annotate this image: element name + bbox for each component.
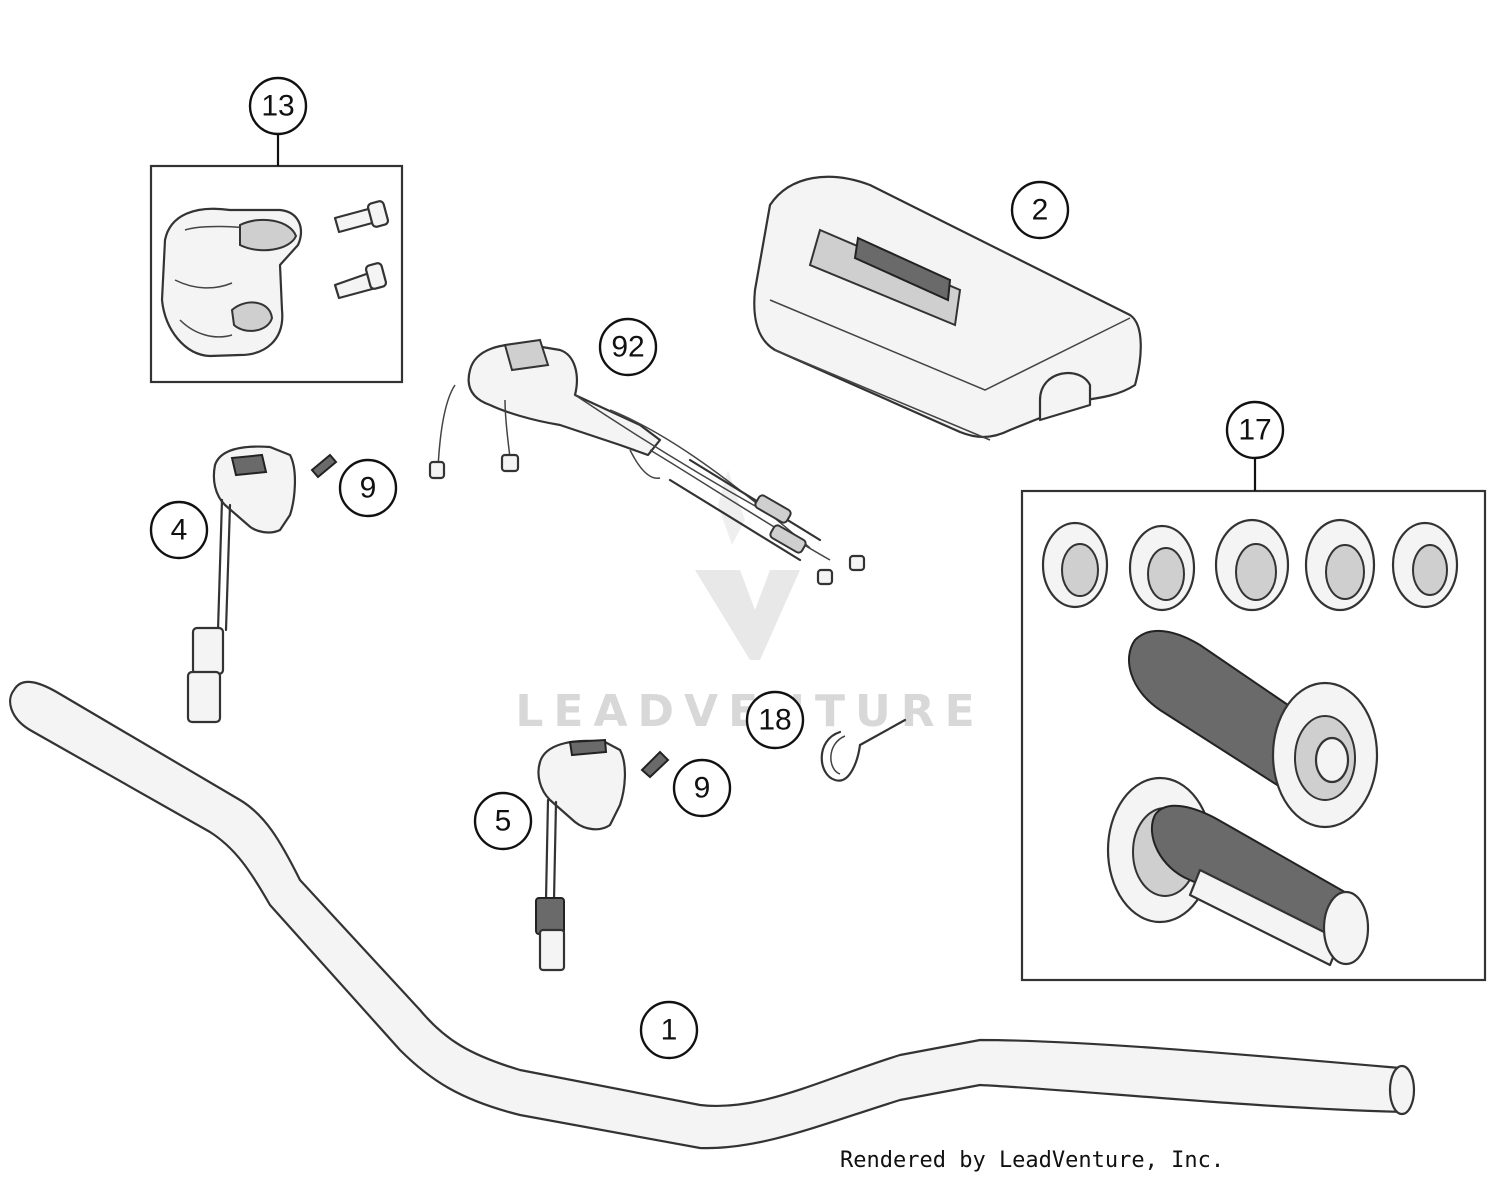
svg-text:9: 9 <box>694 772 711 805</box>
svg-text:1: 1 <box>661 1014 678 1047</box>
callout-1: 1 <box>639 1000 699 1060</box>
svg-text:9: 9 <box>360 472 377 505</box>
callout-9-upper: 9 <box>338 458 398 518</box>
svg-text:17: 17 <box>1238 414 1271 447</box>
svg-text:4: 4 <box>171 514 188 547</box>
watermark-text: LEADVENTURE <box>515 686 984 737</box>
throttle-cable <box>428 338 866 586</box>
callout-9-lower: 9 <box>672 758 732 818</box>
right-switch <box>535 738 670 972</box>
clutch-grip <box>1106 776 1370 967</box>
callout-5: 5 <box>473 791 533 851</box>
throttle-cams <box>1041 518 1459 612</box>
svg-text:2: 2 <box>1032 194 1049 227</box>
cable-tie <box>820 718 907 782</box>
watermark-logo <box>695 470 800 660</box>
callout-18: 18 <box>745 690 805 750</box>
callout-2: 2 <box>1010 180 1070 240</box>
svg-text:18: 18 <box>758 704 791 737</box>
handlebar <box>9 680 1416 1150</box>
grip-kit <box>1020 489 1487 982</box>
svg-text:92: 92 <box>611 331 644 364</box>
throttle-grip <box>1127 629 1379 829</box>
svg-text:5: 5 <box>495 805 512 838</box>
footer-credit: Rendered by LeadVenture, Inc. <box>840 1148 1225 1173</box>
callout-17: 17 <box>1225 400 1285 491</box>
left-switch <box>186 445 338 724</box>
handlebar-pad <box>753 175 1142 441</box>
throttle-housing-kit <box>149 164 404 384</box>
callout-92: 92 <box>598 317 658 377</box>
callout-13: 13 <box>248 76 308 166</box>
callout-4: 4 <box>149 500 209 560</box>
svg-text:13: 13 <box>261 90 294 123</box>
